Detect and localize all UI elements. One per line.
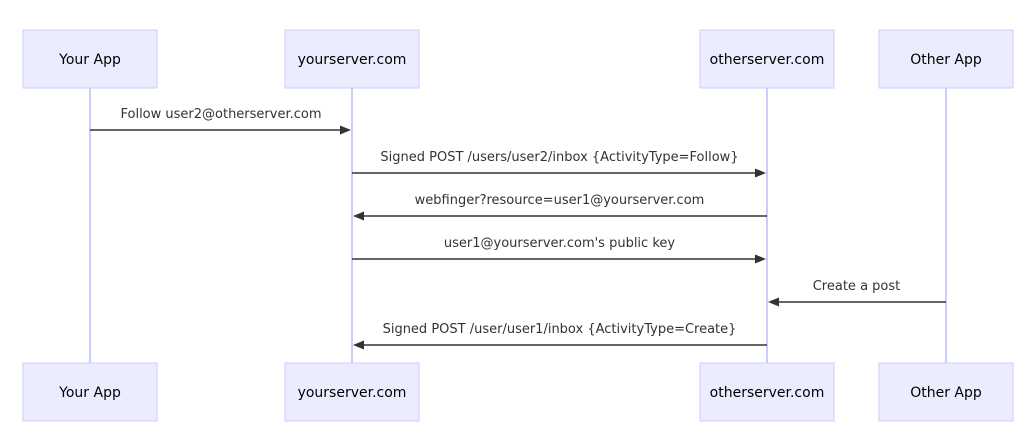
actor-otherapp-top: Other App bbox=[878, 29, 1014, 89]
actor-label: yourserver.com bbox=[298, 52, 407, 68]
arrowhead-icon bbox=[755, 168, 766, 178]
message-3: webfinger?resource=user1@yourserver.com bbox=[353, 193, 767, 221]
message-label: Signed POST /users/user2/inbox {Activity… bbox=[380, 150, 738, 165]
actor-label: otherserver.com bbox=[710, 52, 825, 68]
message-label: Create a post bbox=[813, 279, 901, 294]
actors-bottom: Your App yourserver.com otherserver.com Oth… bbox=[22, 362, 1014, 422]
actor-label: Other App bbox=[910, 52, 982, 68]
actor-box bbox=[22, 362, 158, 422]
message-label: Signed POST /user/user1/inbox {ActivityT… bbox=[383, 322, 737, 337]
message-label: Follow user2@otherserver.com bbox=[120, 107, 321, 122]
actor-yourserver-top: yourserver.com bbox=[284, 29, 420, 89]
actor-app-top: Your App bbox=[22, 29, 158, 89]
actor-box bbox=[284, 362, 420, 422]
actor-yourserver-bottom: yourserver.com bbox=[284, 362, 420, 422]
message-1: Follow user2@otherserver.com bbox=[90, 107, 351, 135]
message-2: Signed POST /users/user2/inbox {Activity… bbox=[352, 150, 766, 178]
actor-label: Your App bbox=[58, 52, 121, 68]
message-5: Create a post bbox=[768, 279, 946, 307]
arrowhead-icon bbox=[353, 211, 364, 221]
arrowhead-icon bbox=[353, 340, 364, 350]
actor-otherserver-bottom: otherserver.com bbox=[699, 362, 835, 422]
actor-label: otherserver.com bbox=[710, 385, 825, 401]
actors-top: Your App yourserver.com otherserver.com Oth… bbox=[22, 29, 1014, 89]
actor-box bbox=[699, 362, 835, 422]
actor-box bbox=[22, 29, 158, 89]
lifelines bbox=[89, 88, 947, 363]
message-6: Signed POST /user/user1/inbox {ActivityT… bbox=[353, 322, 767, 350]
actor-box bbox=[284, 29, 420, 89]
actor-box bbox=[878, 362, 1014, 422]
message-label: user1@yourserver.com's public key bbox=[444, 236, 676, 251]
actor-box bbox=[878, 29, 1014, 89]
message-4: user1@yourserver.com's public key bbox=[352, 236, 766, 264]
actor-otherserver-top: otherserver.com bbox=[699, 29, 835, 89]
arrowhead-icon bbox=[340, 125, 351, 135]
message-label: webfinger?resource=user1@yourserver.com bbox=[415, 193, 705, 208]
actor-otherapp-bottom: Other App bbox=[878, 362, 1014, 422]
actor-app-bottom: Your App bbox=[22, 362, 158, 422]
actor-label: yourserver.com bbox=[298, 385, 407, 401]
actor-label: Other App bbox=[910, 385, 982, 401]
actor-box bbox=[699, 29, 835, 89]
arrowhead-icon bbox=[768, 297, 779, 307]
arrowhead-icon bbox=[755, 254, 766, 264]
actor-label: Your App bbox=[58, 385, 121, 401]
